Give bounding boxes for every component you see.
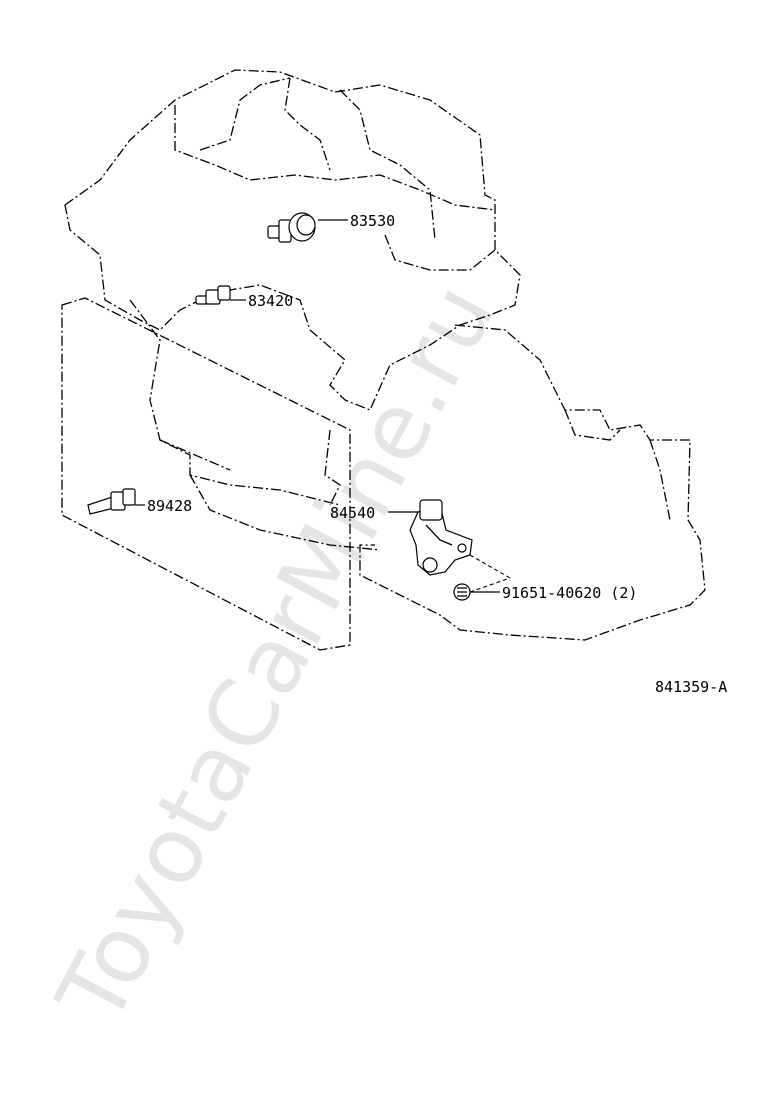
label-89428: 89428 (147, 497, 192, 515)
watermark-text: ToyotaCarMine.ru (36, 266, 516, 1041)
transaxle-outline (359, 324, 706, 641)
oil-pressure-switch-83530 (267, 212, 348, 243)
neutral-start-switch-84540 (388, 499, 511, 593)
bolt-91651 (453, 583, 500, 601)
label-83530: 83530 (350, 212, 395, 230)
engine-outline (64, 69, 521, 551)
label-84540: 84540 (330, 504, 375, 522)
coolant-temp-sensor-89428 (87, 488, 145, 515)
illustration-code: 841359-A (655, 678, 727, 696)
label-91651: 91651-40620 (2) (502, 584, 637, 602)
front-cover-outline (61, 297, 351, 651)
label-83420: 83420 (248, 292, 293, 310)
temp-sender-83420 (195, 285, 246, 305)
